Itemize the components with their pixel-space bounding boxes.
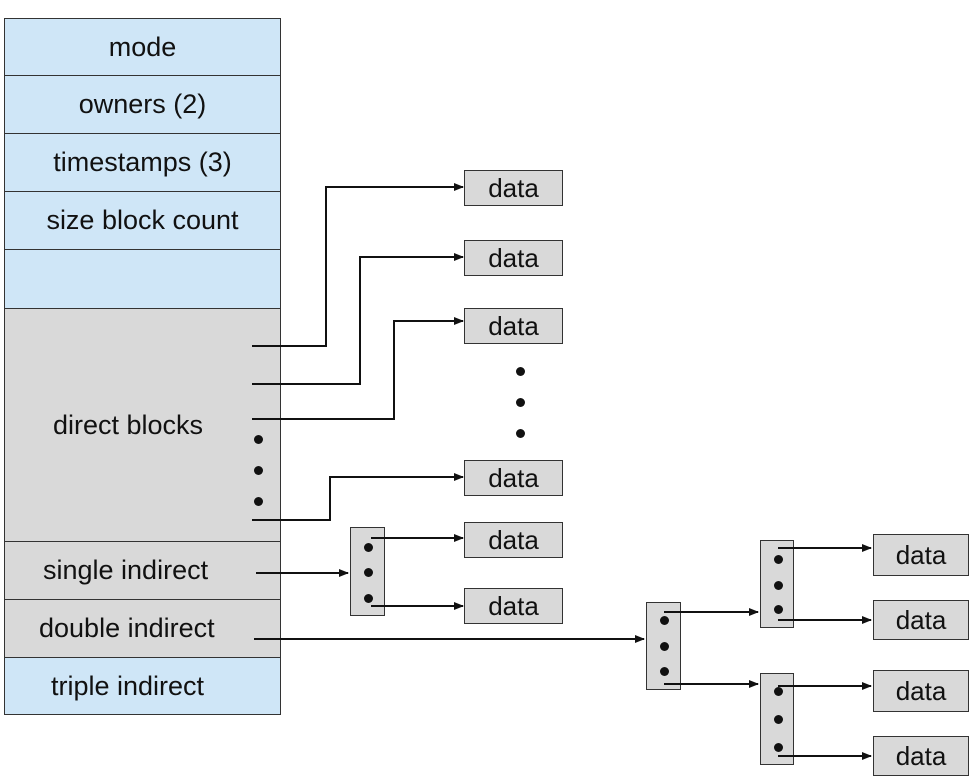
direct-pointer-arrow (252, 183, 464, 347)
data-label: data (895, 604, 947, 635)
pointer-dot (774, 605, 783, 614)
direct-pointer-arrow (252, 473, 464, 521)
data-block: data (464, 588, 563, 624)
triple-indirect-label: triple indirect (51, 670, 205, 701)
double-indirect-label: double indirect (39, 613, 215, 643)
direct-blocks-label: direct blocks (53, 409, 204, 440)
data-block: data (873, 670, 969, 712)
size-label: size block count (46, 205, 239, 235)
pointer-dot (774, 743, 783, 752)
ellipsis-dot (254, 435, 263, 444)
pointer-dot (364, 594, 373, 603)
inode-triple-indirect: triple indirect (4, 657, 281, 715)
direct-pointer-arrow (252, 253, 464, 385)
data-label: data (895, 675, 947, 706)
direct-pointer-arrow (252, 317, 464, 420)
timestamps-label: timestamps (3) (53, 147, 232, 177)
owners-label: owners (2) (78, 89, 207, 119)
double-indirect-block (646, 602, 681, 690)
second-level-block (760, 540, 794, 628)
data-block: data (464, 522, 563, 558)
pointer-dot (364, 543, 373, 552)
data-block: data (464, 240, 563, 276)
pointer-dot (774, 555, 783, 564)
data-label: data (488, 590, 539, 621)
mode-label: mode (108, 31, 177, 62)
ellipsis-dot (516, 398, 525, 407)
ellipsis-dot (516, 367, 525, 376)
ellipsis-dot (254, 466, 263, 475)
data-label: data (488, 242, 539, 273)
ellipsis-dot (254, 497, 263, 506)
pointer-dot (660, 642, 669, 651)
data-label: data (488, 310, 539, 341)
data-block: data (873, 600, 969, 640)
data-label: data (488, 524, 539, 555)
data-label: data (488, 172, 539, 203)
inode-size-field: size block count (4, 191, 281, 250)
pointer-dot (660, 667, 669, 676)
inode-mode-field: mode (4, 18, 281, 76)
single-indirect-label: single indirect (43, 555, 209, 585)
data-label: data (895, 740, 947, 771)
ellipsis-dot (516, 429, 525, 438)
data-block: data (873, 534, 969, 576)
second-level-block (760, 673, 794, 765)
data-block: data (464, 460, 563, 496)
pointer-dot (774, 581, 783, 590)
data-label: data (895, 539, 947, 570)
pointer-dot (774, 687, 783, 696)
single-indirect-block (350, 527, 385, 616)
pointer-dot (660, 616, 669, 625)
inode-direct-blocks: direct blocks (4, 308, 281, 542)
pointer-dot (364, 568, 373, 577)
inode-empty-field (4, 249, 281, 309)
data-block: data (464, 170, 563, 206)
inode-timestamps-field: timestamps (3) (4, 133, 281, 192)
pointer-dot (774, 715, 783, 724)
data-label: data (488, 462, 539, 493)
data-block: data (464, 308, 563, 344)
